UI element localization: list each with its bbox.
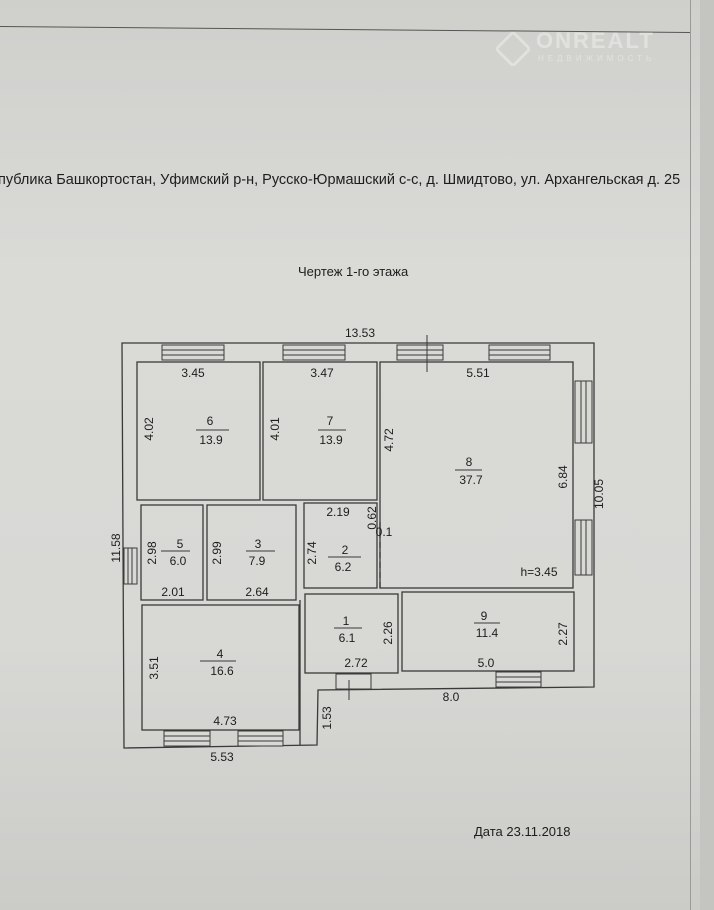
dim-r2-notch-w: 0.1: [376, 525, 393, 539]
room-7-outline: [262, 361, 378, 501]
entrance-door: [335, 673, 372, 700]
watermark: ONREALT НЕДВИЖИМОСТЬ: [494, 28, 656, 68]
room-3-outline: [206, 504, 297, 601]
room-2-number: 2: [342, 543, 349, 557]
room-1-outline: [304, 593, 399, 674]
room-3-number: 3: [255, 537, 262, 551]
watermark-sub: НЕДВИЖИМОСТЬ: [538, 54, 656, 63]
dim-r6-width: 3.45: [181, 366, 205, 380]
room-9-area: 11.4: [476, 626, 499, 640]
paper-edge: [690, 0, 691, 910]
room-8-outline: [379, 361, 574, 589]
drawing-date: Дата 23.11.2018: [474, 824, 571, 839]
window-bottom-1: [163, 730, 211, 747]
room-8-number: 8: [466, 455, 473, 469]
room-7-area: 13.9: [319, 433, 343, 447]
room-5-outline: [140, 504, 204, 601]
room-9-number: 9: [481, 609, 488, 623]
dim-r5-height: 2.98: [145, 541, 159, 565]
room-8-area: 37.7: [459, 473, 483, 487]
outer-wall: [121, 342, 595, 749]
dim-r1-width: 2.72: [344, 656, 368, 670]
room-2-outline: [303, 502, 378, 589]
room-6-number: 6: [207, 414, 214, 428]
room-6-outline: [136, 361, 261, 501]
room-6-area: 13.9: [199, 433, 223, 447]
window-right-1: [574, 380, 593, 444]
ceiling-height: h=3.45: [520, 565, 557, 579]
window-top-1: [161, 344, 225, 361]
dim-r4-height: 3.51: [147, 656, 161, 680]
dim-r2-width: 2.19: [326, 505, 350, 519]
window-right-2: [574, 519, 593, 576]
room-4-area: 16.6: [210, 664, 234, 678]
dim-r6-height: 4.02: [142, 417, 156, 441]
dim-bottom-left: 5.53: [210, 750, 234, 764]
dim-r9-width: 5.0: [478, 656, 495, 670]
dim-bottom-right: 8.0: [443, 690, 460, 704]
dim-r9-height: 2.27: [556, 622, 570, 646]
drawing-title: Чертеж 1-го этажа: [298, 264, 409, 279]
dim-overall-height-left: 11.58: [109, 533, 123, 562]
dim-overall-width: 13.53: [345, 326, 375, 340]
paper-margin: [700, 0, 714, 910]
room-4-outline: [141, 604, 300, 731]
window-top-4: [488, 344, 551, 361]
dim-r7-width: 3.47: [310, 366, 334, 380]
room-5-area: 6.0: [170, 554, 187, 568]
room-1-number: 1: [343, 614, 350, 628]
room-2-area: 6.2: [335, 560, 352, 574]
room-7-number: 7: [327, 414, 334, 428]
dim-r8-height-right: 6.84: [556, 465, 570, 489]
dim-step: 1.53: [320, 706, 334, 730]
dim-r8-width: 5.51: [466, 366, 490, 380]
window-left: [123, 547, 138, 585]
dim-r2-notch-h: 0.62: [365, 506, 379, 530]
dim-r1-height: 2.26: [381, 621, 395, 645]
window-top-2: [282, 344, 346, 361]
dim-r7-height: 4.01: [268, 417, 282, 441]
dim-r3-width: 2.64: [245, 585, 269, 599]
room-5-number: 5: [177, 537, 184, 551]
room-3-area: 7.9: [249, 554, 266, 568]
address-line: публика Башкортостан, Уфимский р-н, Русс…: [0, 172, 681, 188]
dim-r8-height-left: 4.72: [382, 428, 396, 452]
dim-r4-width: 4.73: [213, 714, 237, 728]
dim-r2-height: 2.74: [305, 541, 319, 565]
room-1-area: 6.1: [339, 631, 356, 645]
room-4-number: 4: [217, 647, 224, 661]
window-top-3: [396, 335, 444, 372]
watermark-name: ONREALT: [536, 28, 655, 53]
dim-r5-width: 2.01: [161, 585, 185, 599]
window-bottom-2: [237, 730, 284, 747]
window-room-9: [495, 671, 542, 688]
room-9-outline: [401, 591, 575, 672]
dim-r3-height: 2.99: [210, 541, 224, 565]
dim-overall-height-right: 10.05: [592, 479, 606, 509]
